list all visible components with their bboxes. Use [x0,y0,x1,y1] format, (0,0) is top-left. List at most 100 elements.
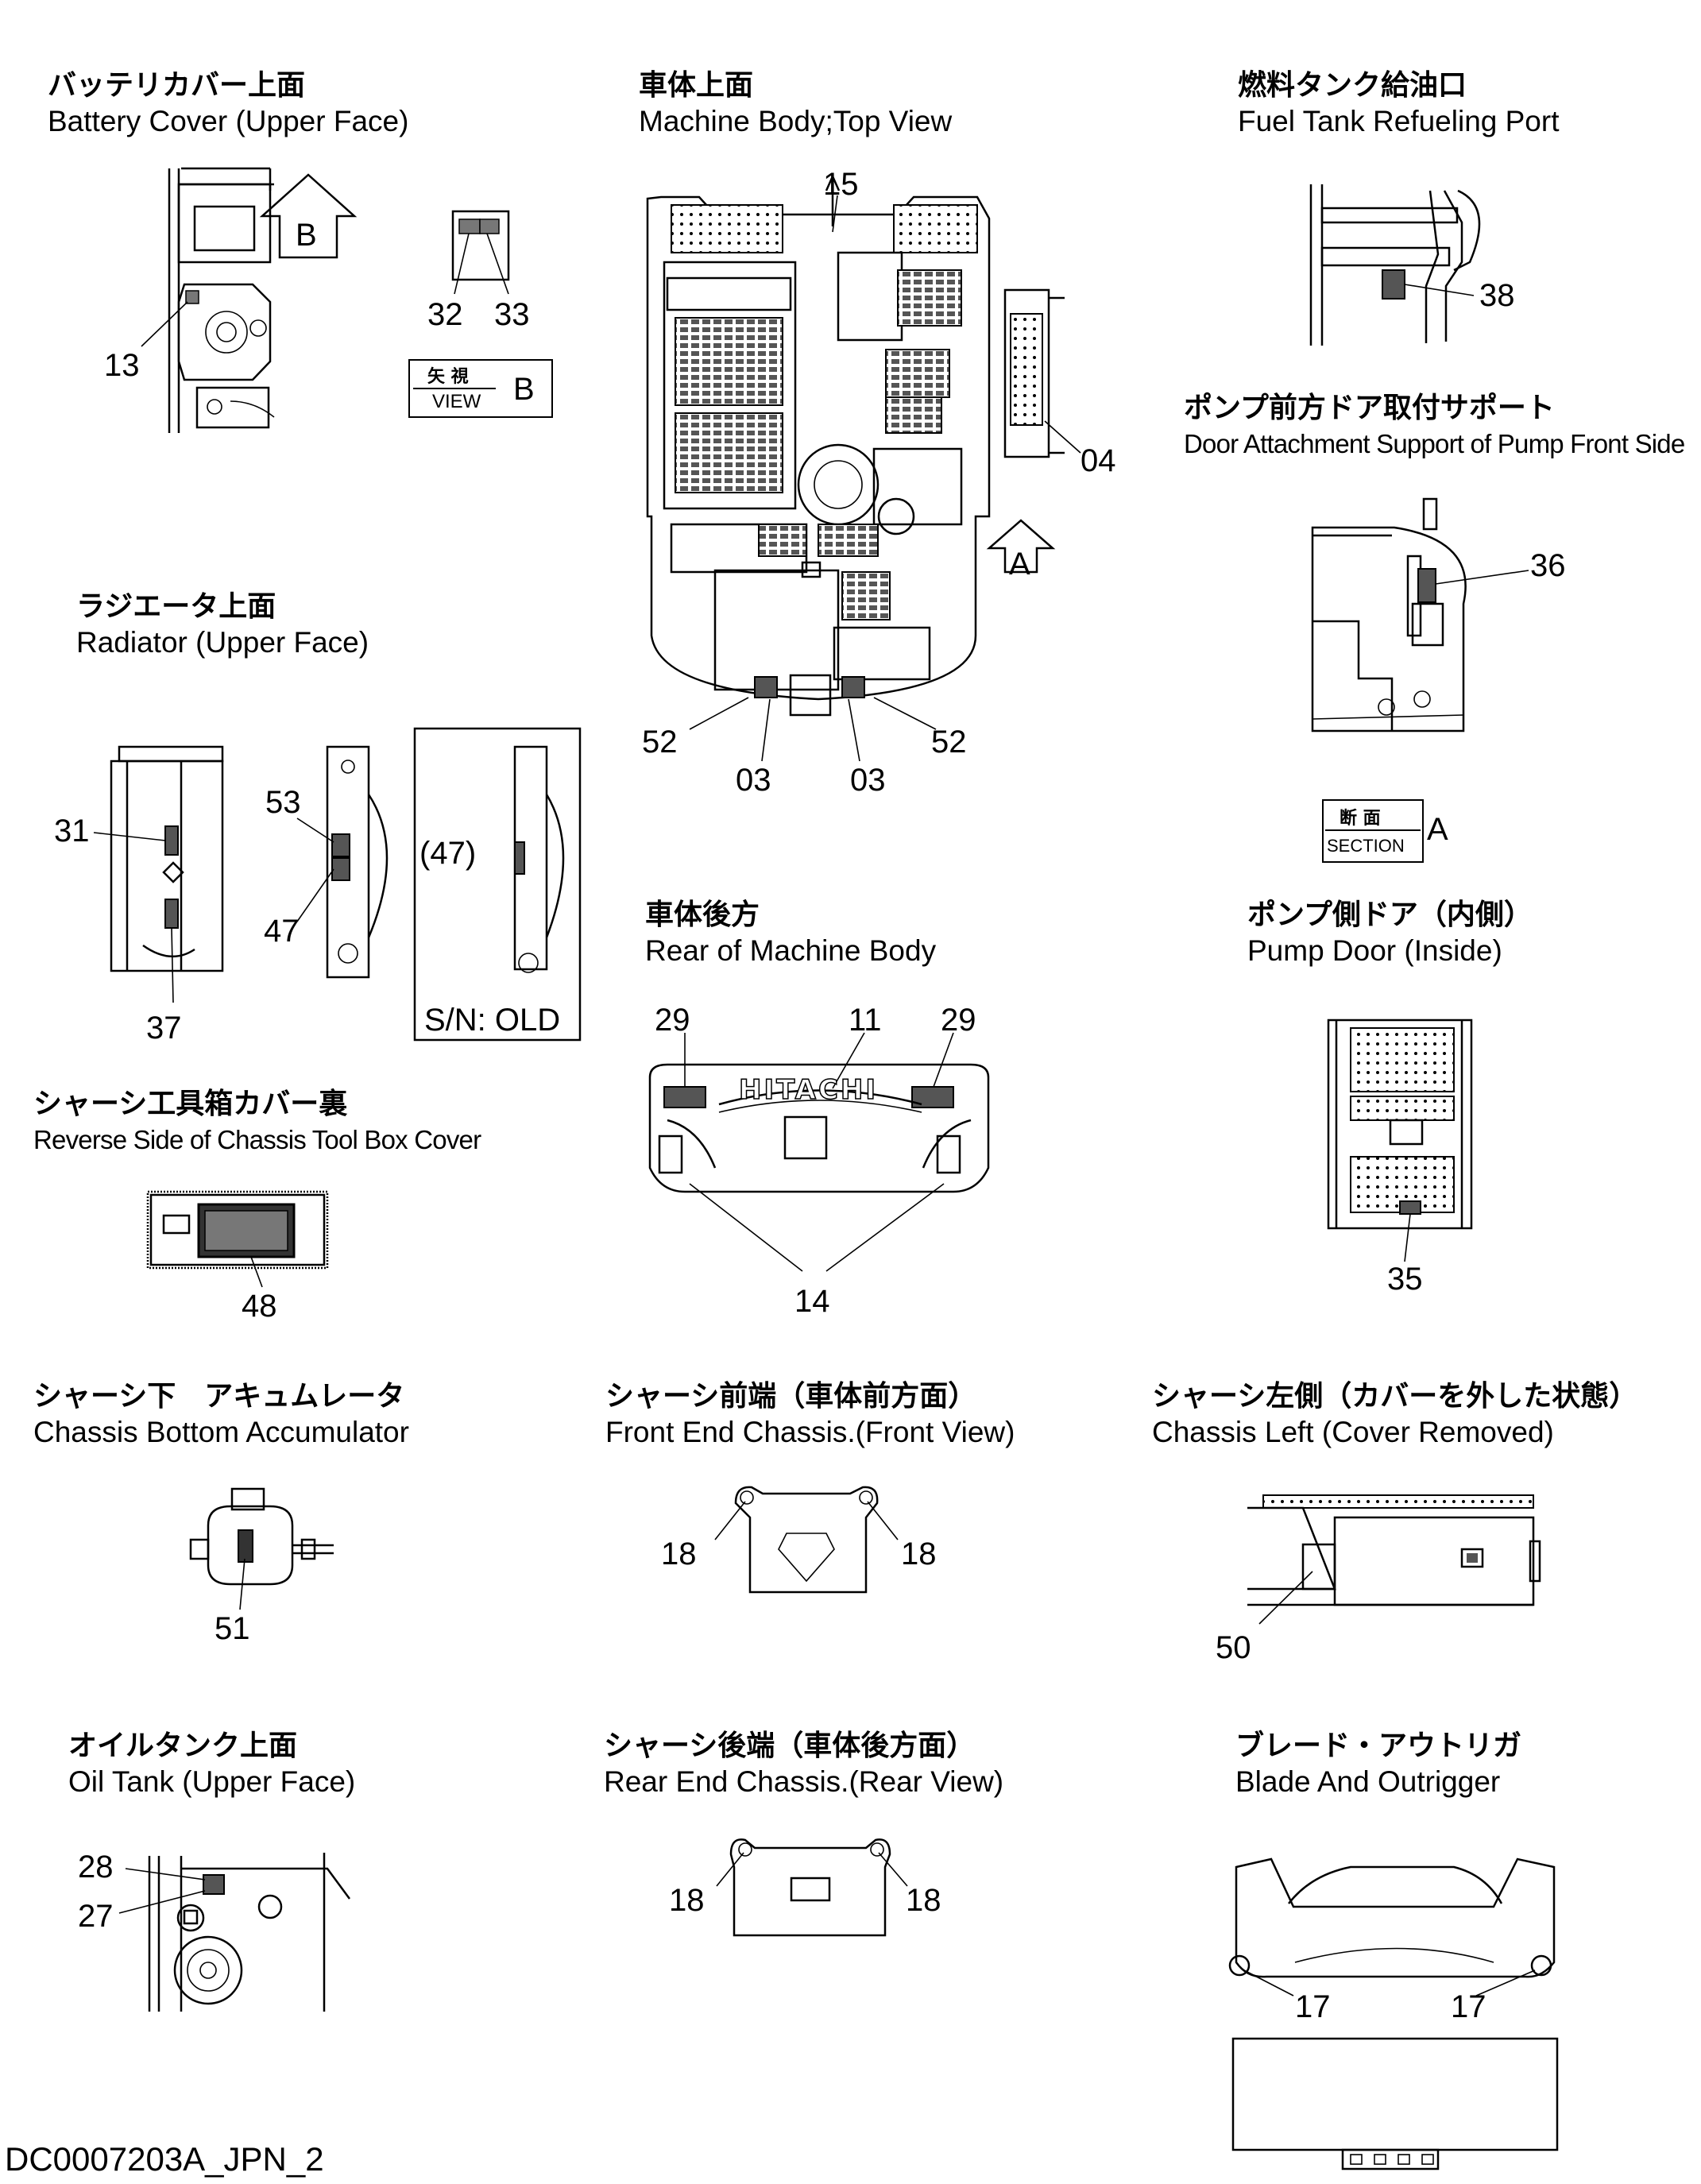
machine-body-title: 車体上面 Machine Body;Top View [639,68,952,140]
accumulator-title-jp: シャーシ下 アキュムレータ [33,1380,405,1413]
callout-47: 47 [264,914,300,949]
battery-cover-title-en: Battery Cover (Upper Face) [48,105,409,137]
battery-view-b-inset [451,210,510,295]
arrow-b-indicator [259,173,358,259]
callout-03-left: 03 [736,763,771,798]
door-support-title-jp: ポンプ前方ドア取付サポート [1184,392,1555,424]
callout-36: 36 [1530,548,1566,583]
oil-tank-title-jp: オイルタンク上面 [68,1730,298,1762]
callout-52-left: 52 [642,725,678,760]
callout-18-rear-right: 18 [906,1883,941,1918]
oil-tank-title-en: Oil Tank (Upper Face) [68,1765,356,1798]
tool-box-title-jp: シャーシ工具箱カバー裏 [33,1088,348,1120]
section-a-jp: 断 面 [1340,809,1381,829]
rear-chassis-title: シャーシ後端（車体後方面） Rear End Chassis.(Rear Vie… [604,1729,1003,1800]
callout-17-left: 17 [1295,1989,1331,2024]
callout-48: 48 [242,1289,277,1324]
view-b-letter: B [513,372,535,407]
callout-38: 38 [1479,278,1515,313]
door-support-title-en: Door Attachment Support of Pump Front Si… [1184,429,1685,458]
callout-04: 04 [1081,443,1116,478]
callout-13: 13 [104,348,140,383]
callout-37: 37 [146,1011,182,1046]
callout-11: 11 [849,1003,882,1038]
front-chassis-title-en: Front End Chassis.(Front View) [605,1416,1015,1448]
callout-18-front-left: 18 [661,1537,697,1571]
rear-body-title: 車体後方 Rear of Machine Body [645,898,936,969]
fuel-tank-title: 燃料タンク給油口 Fuel Tank Refueling Port [1238,68,1560,140]
callout-14: 14 [794,1284,830,1319]
sn-old-label: S/N: OLD [424,1003,561,1038]
callout-29-left: 29 [655,1003,690,1038]
blade-title: ブレード・アウトリガ Blade And Outrigger [1235,1729,1521,1800]
view-b-divider [413,388,496,389]
battery-cover-frame [168,167,275,433]
battery-cover-title: バッテリカバー上面 Battery Cover (Upper Face) [48,68,408,140]
callout-31: 31 [54,814,90,848]
pump-door-title-jp: ポンプ側ドア（内側） [1247,899,1533,931]
section-a-en: SECTION [1327,836,1405,856]
arrow-b-letter: B [296,218,317,253]
tool-box-title-en: Reverse Side of Chassis Tool Box Cover [33,1125,481,1154]
rear-chassis-title-jp: シャーシ後端（車体後方面） [604,1730,976,1762]
view-b-jp: 矢 視 [427,367,469,387]
front-chassis-title-jp: シャーシ前端（車体前方面） [605,1380,977,1413]
callout-29-right: 29 [941,1003,976,1038]
section-a-letter: A [1427,812,1448,847]
document-id: DC0007203A_JPN_2 [5,2140,324,2178]
chassis-left-title-en: Chassis Left (Cover Removed) [1152,1416,1554,1448]
battery-cover-title-jp: バッテリカバー上面 [48,69,306,102]
tool-box-title: シャーシ工具箱カバー裏 Reverse Side of Chassis Tool… [33,1087,481,1158]
callout-18-front-right: 18 [901,1537,937,1571]
callout-50: 50 [1216,1630,1251,1665]
leader-13 [141,301,188,347]
fuel-tank-title-en: Fuel Tank Refueling Port [1238,105,1560,137]
accumulator-title: シャーシ下 アキュムレータ Chassis Bottom Accumulator [33,1379,409,1451]
radiator-title: ラジエータ上面 Radiator (Upper Face) [76,589,369,661]
chassis-left-title: シャーシ左側（カバーを外した状態） Chassis Left (Cover Re… [1152,1379,1637,1451]
rear-chassis-title-en: Rear End Chassis.(Rear View) [604,1765,1004,1798]
callout-33: 33 [494,297,530,332]
callout-28: 28 [78,1850,114,1884]
chassis-left-title-jp: シャーシ左側（カバーを外した状態） [1152,1380,1638,1413]
callout-35: 35 [1387,1262,1423,1297]
callout-27: 27 [78,1899,114,1934]
door-support-title: ポンプ前方ドア取付サポート Door Attachment Support of… [1184,391,1685,462]
accumulator-title-en: Chassis Bottom Accumulator [33,1416,409,1448]
callout-32: 32 [427,297,463,332]
section-a-divider [1325,829,1421,831]
callout-47-old: (47) [419,836,477,871]
callout-17-right: 17 [1451,1989,1486,2024]
blade-title-jp: ブレード・アウトリガ [1235,1730,1522,1762]
callout-51: 51 [215,1611,250,1646]
callout-18-rear-left: 18 [669,1883,705,1918]
radiator-title-en: Radiator (Upper Face) [76,626,369,659]
blade-title-en: Blade And Outrigger [1235,1765,1501,1798]
rear-body-title-en: Rear of Machine Body [645,934,937,967]
machine-body-title-jp: 車体上面 [639,69,754,102]
front-chassis-title: シャーシ前端（車体前方面） Front End Chassis.(Front V… [605,1379,1015,1451]
rear-body-title-jp: 車体後方 [645,899,760,931]
oil-tank-title: オイルタンク上面 Oil Tank (Upper Face) [68,1729,355,1800]
radiator-title-jp: ラジエータ上面 [76,590,276,623]
machine-body-title-en: Machine Body;Top View [639,105,953,137]
rear-brand-text: HITACHI [738,1073,879,1107]
pump-door-title-en: Pump Door (Inside) [1247,934,1502,967]
pump-door-title: ポンプ側ドア（内側） Pump Door (Inside) [1247,898,1533,969]
callout-03-right: 03 [850,763,886,798]
view-b-stamp: 矢 視 VIEW B [408,359,553,418]
